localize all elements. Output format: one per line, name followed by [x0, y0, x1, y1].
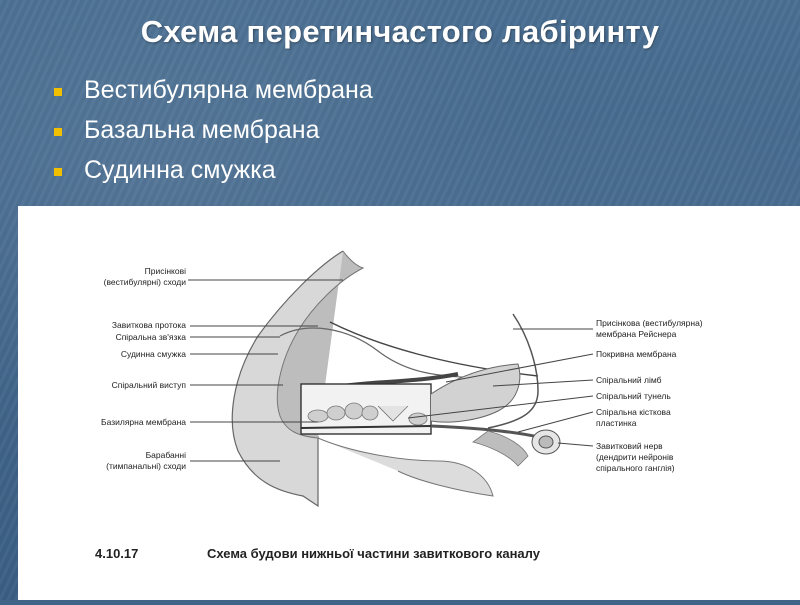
bullet-square-icon: [54, 168, 62, 176]
label-spiral-prominence: Спіральний виступ: [112, 380, 187, 390]
bullet-square-icon: [54, 88, 62, 96]
bullet-item: Базальна мембрана: [52, 114, 373, 154]
left-labels: Присінкові (вестибулярні) сходи Завитков…: [101, 266, 186, 471]
label-spiral-tunnel: Спіральний тунель: [596, 391, 671, 401]
caption-number: 4.10.17: [95, 546, 138, 561]
label-tectorial-membrane: Покривна мембрана: [596, 349, 677, 359]
bullet-square-icon: [54, 128, 62, 136]
label-reissner-1: Присінкова (вестибулярна): [596, 318, 703, 328]
slide-title: Схема перетинчастого лабіринту: [140, 14, 660, 49]
label-basilar-membrane: Базилярна мембрана: [101, 417, 186, 427]
label-osseous-lamina-1: Спіральна кісткова: [596, 407, 671, 417]
bullet-item: Судинна смужка: [52, 154, 373, 194]
bullet-item: Вестибулярна мембрана: [52, 74, 373, 114]
left-leader-lines: [188, 279, 343, 462]
bullet-text: Судинна смужка: [84, 156, 276, 184]
cochlea-figure: Присінкові (вестибулярні) сходи Завитков…: [18, 206, 800, 600]
caption-text: Схема будови нижньої частини завиткового…: [207, 546, 541, 561]
cochlear-duct-drawing: [231, 250, 561, 508]
label-reissner-2: мембрана Рейснера: [596, 329, 677, 339]
label-osseous-lamina-2: пластинка: [596, 418, 637, 428]
label-vestibular-scala-1: Присінкові: [145, 266, 186, 276]
label-tympanic-scala-1: Барабанні: [146, 450, 187, 460]
label-spiral-ligament: Спіральна зв'язка: [116, 332, 187, 342]
label-cochlear-nerve-1: Завитковий нерв: [596, 441, 663, 451]
label-cochlear-nerve-3: спірального ганглія): [596, 463, 675, 473]
label-spiral-limbus: Спіральний лімб: [596, 375, 662, 385]
label-cochlear-duct: Завиткова протока: [112, 320, 186, 330]
bullet-text: Вестибулярна мембрана: [84, 76, 373, 104]
cochlea-diagram: Присінкові (вестибулярні) сходи Завитков…: [95, 250, 703, 561]
bullet-text: Базальна мембрана: [84, 116, 320, 144]
label-vestibular-scala-2: (вестибулярні) сходи: [104, 277, 187, 287]
right-labels: Присінкова (вестибулярна) мембрана Рейсн…: [596, 318, 703, 473]
label-tympanic-scala-2: (тимпанальні) сходи: [106, 461, 186, 471]
label-stria-vascularis: Судинна смужка: [121, 349, 186, 359]
bullet-list: Вестибулярна мембрана Базальна мембрана …: [52, 74, 373, 194]
label-cochlear-nerve-2: (дендрити нейронів: [596, 452, 674, 462]
right-leader-lines: [407, 328, 594, 447]
